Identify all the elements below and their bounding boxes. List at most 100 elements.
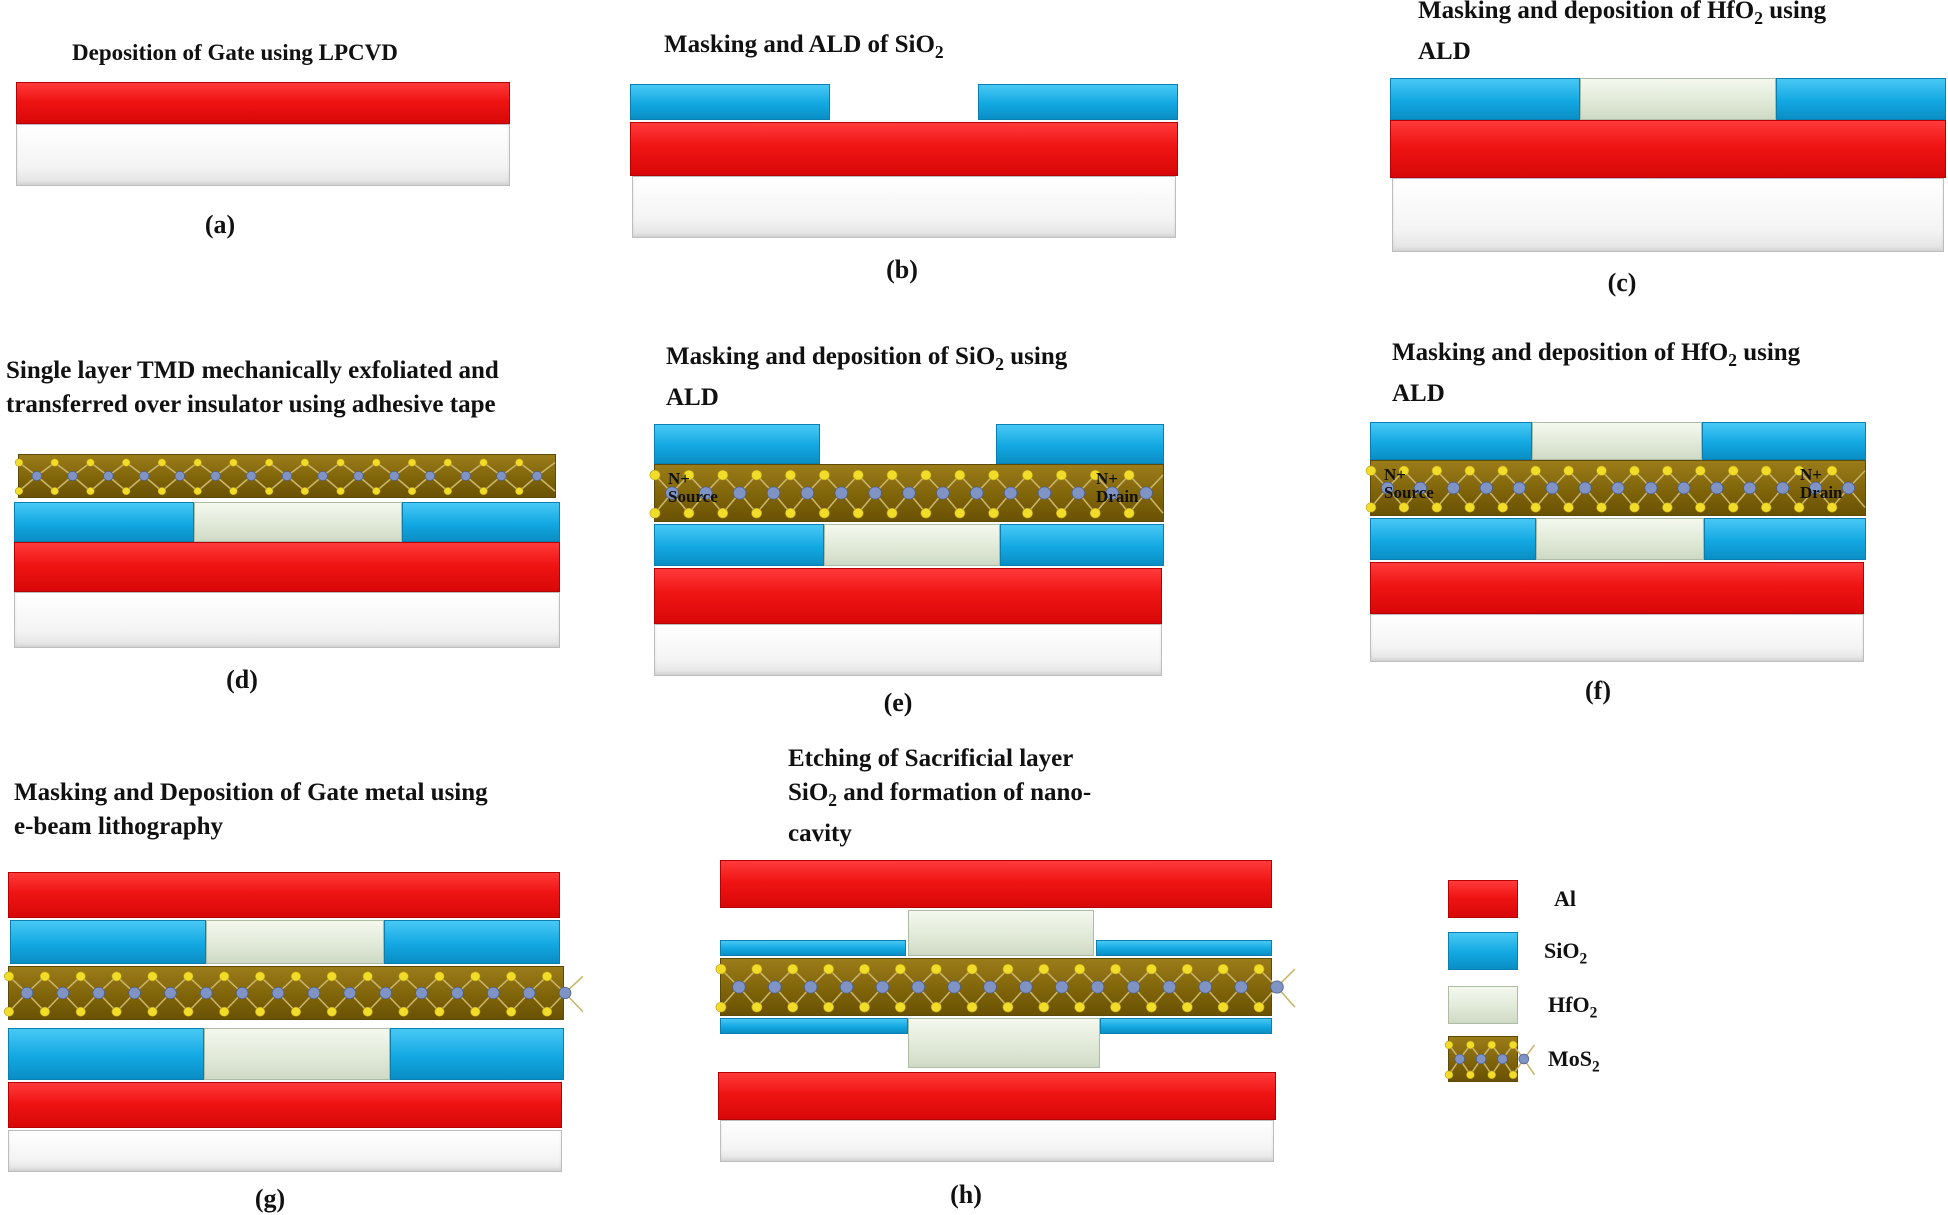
s-atom xyxy=(1497,502,1508,513)
panel-e-stack: N+ Source N+ Drain xyxy=(649,424,1164,678)
s-atom xyxy=(506,1006,517,1017)
legend-swatch-sio2 xyxy=(1448,932,1518,970)
s-atom xyxy=(407,487,417,496)
s-atom xyxy=(290,971,301,982)
s-atom xyxy=(398,971,409,982)
s-atom xyxy=(717,469,729,481)
mo-atom xyxy=(307,986,321,1000)
s-atom xyxy=(443,487,452,496)
sio2-top-right-block xyxy=(996,424,1164,464)
s-atom xyxy=(219,1006,230,1017)
mo-atom xyxy=(1497,1053,1508,1065)
s-atom xyxy=(954,469,966,481)
s-atom xyxy=(1530,502,1541,513)
mo-atom xyxy=(839,980,854,994)
s-atom xyxy=(894,963,906,975)
s-atom xyxy=(1431,465,1443,476)
mo-atom xyxy=(969,486,984,500)
s-atom xyxy=(1074,963,1086,975)
mo-atom xyxy=(1518,1053,1530,1065)
panel-a-title: Deposition of Gate using LPCVD xyxy=(72,40,398,65)
s-atom xyxy=(787,1001,799,1013)
s-atom xyxy=(988,507,1000,519)
s-atom xyxy=(1002,1001,1014,1013)
mo-atom xyxy=(1139,486,1153,500)
mo-atom xyxy=(1090,980,1105,994)
s-atom xyxy=(1487,1040,1496,1050)
mo-atom xyxy=(1003,486,1018,500)
s-atom xyxy=(930,1001,942,1013)
mo-atom xyxy=(868,486,882,500)
s-atom xyxy=(111,1006,122,1017)
mo-atom xyxy=(1071,486,1086,500)
mo-atom xyxy=(558,986,572,1000)
mo-atom xyxy=(1126,980,1141,994)
s-atom xyxy=(1181,963,1193,975)
s-atom xyxy=(434,971,445,982)
s-atom xyxy=(1110,1001,1121,1013)
s-atom xyxy=(219,971,230,982)
substrate-layer xyxy=(14,592,560,648)
s-atom xyxy=(229,458,238,467)
sio2-right-block xyxy=(978,84,1178,120)
mos2-monolayer xyxy=(14,454,556,498)
s-atom xyxy=(1056,469,1067,481)
panel-b-stack xyxy=(630,84,1178,238)
sio2-left-block xyxy=(1370,518,1536,560)
s-atom xyxy=(3,1006,15,1017)
mos2-lattice xyxy=(715,963,1296,1013)
s-atom xyxy=(823,1001,834,1013)
s-atom xyxy=(326,971,337,982)
mo-atom xyxy=(800,486,815,500)
s-atom xyxy=(290,1006,301,1017)
sio2-right-block xyxy=(402,502,560,542)
al-gate-layer xyxy=(14,542,560,592)
substrate-layer xyxy=(1392,178,1944,252)
s-atom xyxy=(515,458,524,467)
s-atom xyxy=(886,507,898,519)
s-atom xyxy=(1596,502,1607,513)
al-gate-layer xyxy=(16,82,510,124)
mo-atom xyxy=(486,986,500,1000)
s-atom xyxy=(1487,1070,1496,1079)
mos2-lattice xyxy=(649,469,1164,519)
mo-atom xyxy=(732,980,746,994)
s-atom xyxy=(75,971,86,982)
s-atom xyxy=(1365,465,1377,476)
s-atom xyxy=(859,963,870,975)
s-atom xyxy=(50,458,59,467)
hfo2-center-block xyxy=(194,502,402,542)
mo-atom xyxy=(1234,980,1248,994)
s-atom xyxy=(1728,502,1739,513)
s-atom xyxy=(649,469,661,481)
s-atom xyxy=(1662,502,1673,513)
al-top-gate-layer xyxy=(8,872,560,918)
mo-atom xyxy=(875,980,890,994)
mo-atom xyxy=(199,986,213,1000)
mo-atom xyxy=(936,486,950,500)
s-atom xyxy=(1497,465,1508,476)
panel-c-title: Masking and deposition of HfO2 using ALD xyxy=(1418,0,1827,65)
hfo2-top-center-block xyxy=(1532,422,1702,460)
substrate-layer xyxy=(16,124,510,186)
sio2-right-block xyxy=(1704,518,1866,560)
s-atom xyxy=(407,458,417,467)
s-atom xyxy=(147,971,158,982)
mo-atom xyxy=(699,486,713,500)
s-atom xyxy=(362,1006,373,1017)
mo-atom xyxy=(235,986,249,1000)
mo-atom xyxy=(1611,481,1625,495)
mo-atom xyxy=(164,986,177,1000)
s-atom xyxy=(542,971,553,982)
s-atom xyxy=(264,487,274,496)
panel-c-stack xyxy=(1390,78,1946,254)
mo-atom xyxy=(56,986,70,1000)
s-atom xyxy=(300,458,310,467)
sio2-top-left-block xyxy=(1370,422,1532,460)
s-atom xyxy=(470,1006,481,1017)
panel-a-stack xyxy=(16,82,510,188)
s-atom xyxy=(823,963,834,975)
s-atom xyxy=(14,458,24,467)
s-atom xyxy=(715,963,727,975)
panel-f-caption: (f) xyxy=(1585,676,1611,705)
